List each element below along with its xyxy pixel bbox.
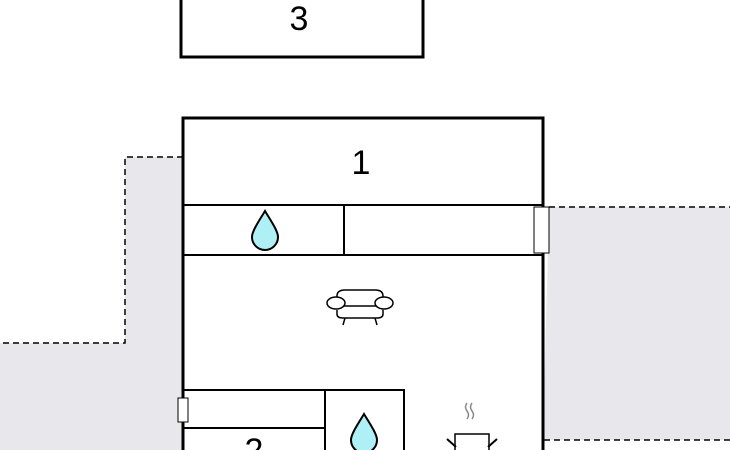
water-drop-icon: [250, 209, 280, 251]
room-3: [179, 0, 425, 59]
door-left[interactable]: [177, 397, 189, 423]
room-2-block: [182, 389, 405, 450]
room-1: [181, 116, 545, 450]
room-3-label: 3: [290, 0, 309, 38]
sofa-icon: [326, 289, 394, 326]
terrace-left: [0, 157, 183, 450]
door-right[interactable]: [533, 206, 550, 254]
room-1-label: 1: [352, 144, 371, 182]
terrace-left-outline: [0, 156, 183, 344]
terrace-right: [543, 207, 730, 440]
terrace-right-outline: [543, 206, 730, 441]
room-2-label: 2: [245, 432, 264, 450]
stove-icon: [446, 402, 498, 450]
water-drop-icon: [349, 412, 379, 450]
